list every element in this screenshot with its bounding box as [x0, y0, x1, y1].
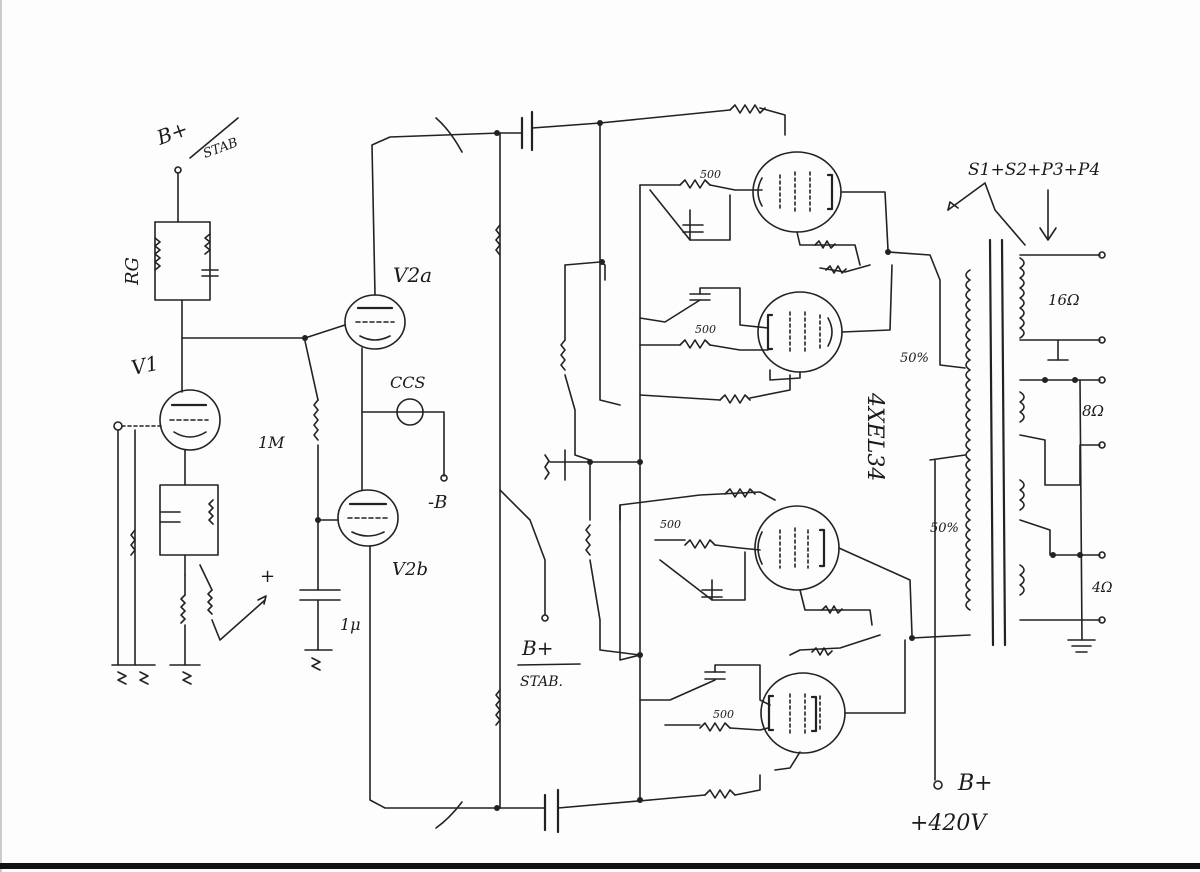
minus-b-terminal	[440, 474, 448, 482]
screen-resistor-500-2	[679, 339, 711, 349]
phase-inverter	[299, 117, 549, 829]
label-1u: 1μ	[340, 615, 361, 634]
coupling-capacitors	[499, 110, 651, 834]
top-rail-mark	[435, 117, 463, 153]
label-4-ohm: 4Ω	[1091, 580, 1113, 596]
input-stage	[111, 166, 346, 685]
screen-resistor-500-1	[679, 179, 711, 189]
label-plus-420v: +420V	[910, 811, 988, 836]
labels: B+ STAB RG V1 V2a V2b CCS 1M -B + 1μ B+ …	[122, 116, 1113, 836]
transformer-core-2	[1000, 238, 1007, 647]
rg-small-resistor	[204, 233, 211, 255]
label-4xel34: 4XEL34	[862, 392, 887, 481]
transformer-core-1	[988, 238, 995, 647]
el34-tube-2	[757, 291, 843, 373]
label-1m: 1M	[258, 433, 285, 452]
bias-resistor-upper	[560, 339, 566, 371]
grid-leak-resistor	[130, 529, 136, 556]
output-stage	[544, 104, 943, 803]
bplus-stab-terminal	[174, 166, 182, 174]
primary-winding	[965, 269, 971, 611]
bottom-rail-mark	[435, 801, 463, 829]
secondary-winding-16	[1019, 257, 1025, 339]
cathode-resistor	[180, 594, 186, 624]
el34-tube-1	[752, 151, 842, 233]
resistor-1m	[313, 399, 319, 441]
label-8-ohm: 8Ω	[1082, 402, 1104, 420]
label-minus-b: -B	[428, 492, 447, 513]
label-v1: V1	[129, 351, 161, 380]
rg-resistor	[154, 237, 161, 271]
secondary-arrow	[1039, 227, 1057, 241]
bplus-420v-terminal	[933, 780, 943, 790]
el34-tube-3	[754, 505, 840, 591]
v2b-tube	[337, 489, 399, 547]
label-500-1: 500	[700, 168, 721, 181]
label-v2b: V2b	[392, 559, 428, 580]
bplus-stab-mid-terminal	[541, 614, 549, 622]
label-secondary: S1+S2+P3+P4	[968, 160, 1100, 180]
label-500-3: 500	[660, 518, 681, 531]
label-bplus-out: B+	[957, 771, 993, 796]
label-50-percent-1: 50%	[900, 351, 929, 366]
secondary-winding-4	[1019, 564, 1025, 596]
screen-resistor-500-3	[684, 539, 716, 549]
secondary-winding-8	[1019, 391, 1025, 423]
label-500-2: 500	[695, 323, 716, 336]
v2a-tube	[344, 294, 406, 350]
label-bplus-stab-top-sub: STAB	[201, 135, 240, 161]
bias-resistor-lower	[585, 524, 591, 556]
label-ccs: CCS	[390, 373, 425, 392]
label-bplus-stab-mid-sub: STAB.	[520, 674, 563, 690]
label-50-percent-2: 50%	[930, 521, 959, 536]
bias-pot	[544, 454, 550, 480]
label-500-4: 500	[713, 708, 734, 721]
label-16-ohm: 16Ω	[1048, 291, 1080, 309]
output-transformer	[887, 182, 1106, 653]
label-v2a: V2a	[393, 263, 432, 287]
label-bplus-stab-top: B+	[153, 116, 192, 150]
input-jack	[113, 421, 123, 431]
plate-resistor-top	[495, 224, 501, 256]
feedback-tap-arrow	[947, 201, 959, 211]
screen-resistor-500-4	[699, 722, 731, 732]
cathode-network	[159, 484, 219, 556]
v1-tube	[159, 389, 221, 451]
plate-resistor-bottom	[495, 689, 501, 726]
label-plus: +	[260, 566, 275, 587]
el34-tube-4	[760, 672, 846, 754]
label-bplus-stab-mid: B+	[521, 636, 553, 660]
label-rg: RG	[122, 257, 143, 286]
feedback-arrow	[257, 595, 267, 605]
